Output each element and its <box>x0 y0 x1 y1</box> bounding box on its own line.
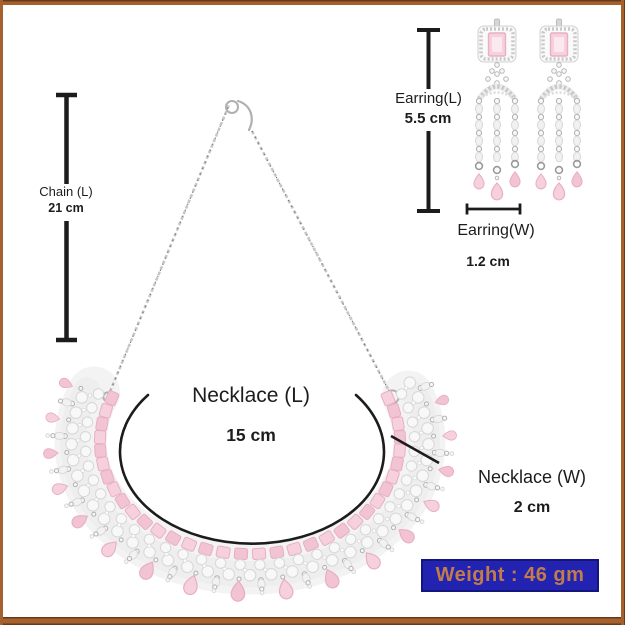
necklace-length-label: Necklace (L) <box>192 384 310 407</box>
frame-border-top <box>0 0 625 5</box>
earring-width-measure-bar <box>465 203 522 215</box>
earrings-graphic <box>473 18 583 201</box>
earring-length-measure-bar <box>417 28 440 213</box>
necklace-length-value: 15 cm <box>226 425 276 445</box>
weight-badge: Weight : 46 gm <box>421 559 599 592</box>
earring-width-label: Earring(W) <box>457 222 535 239</box>
chain-length-value: 21 cm <box>48 201 84 215</box>
chain-length-measure-bar <box>56 92 77 343</box>
necklace-width-label: Necklace (W) <box>477 467 586 487</box>
frame-border-right <box>621 0 625 625</box>
weight-text: Weight : 46 gm <box>435 564 585 586</box>
necklace-width-pointer-line <box>390 434 440 465</box>
frame-border-bottom <box>0 617 625 625</box>
necklace-graphic <box>43 99 457 602</box>
earring-length-value: 5.5 cm <box>404 110 452 127</box>
necklace-opening-arc <box>118 393 386 545</box>
necklace-width-value: 2 cm <box>513 499 551 516</box>
earring-width-value: 1.2 cm <box>466 253 510 269</box>
frame-border-left <box>0 0 3 625</box>
chain-length-label: Chain (L) <box>39 184 93 199</box>
earring-length-label: Earring(L) <box>395 90 462 107</box>
